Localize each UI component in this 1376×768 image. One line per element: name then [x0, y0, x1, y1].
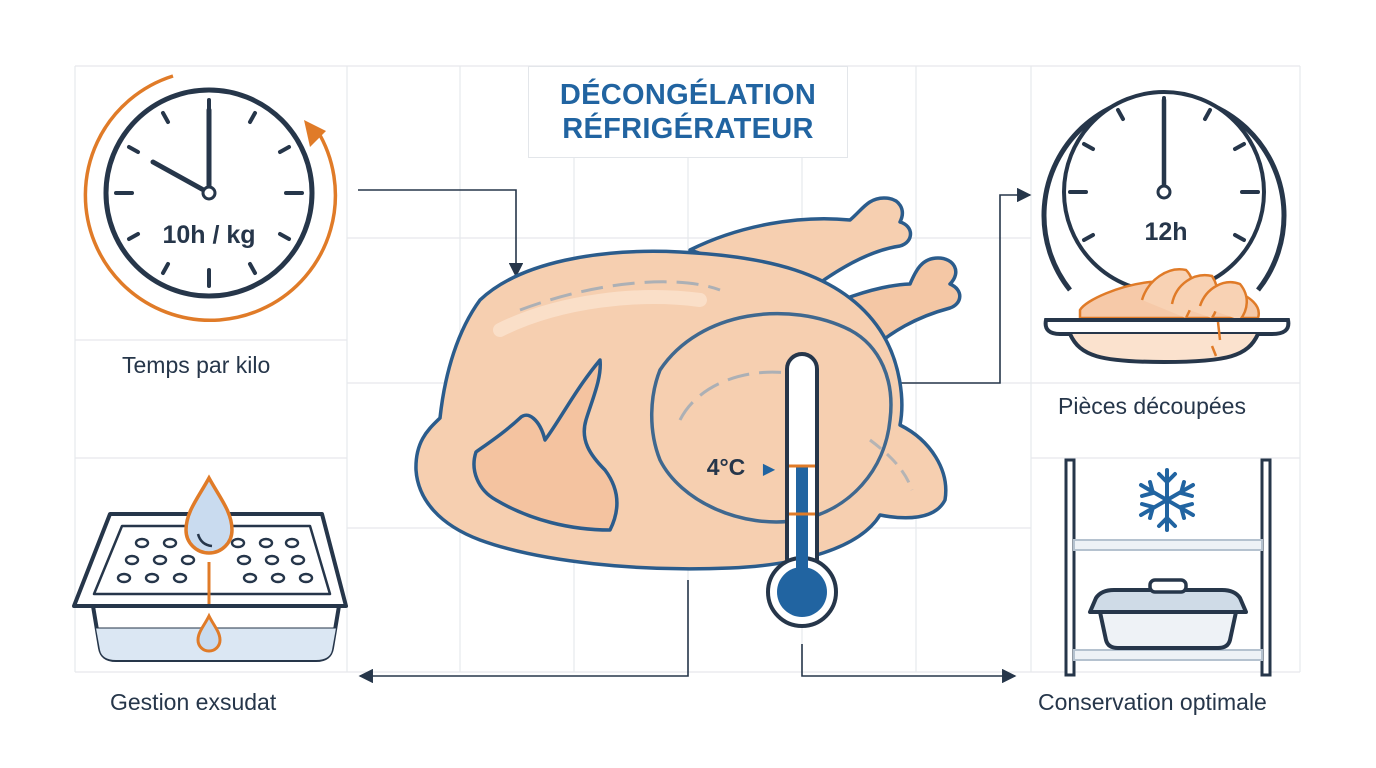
clock-12h-label: 12h [1144, 218, 1187, 246]
title-box: DÉCONGÉLATION RÉFRIGÉRATEUR [528, 66, 848, 158]
label-exudate: Gestion exsudat [110, 689, 277, 715]
label-time-per-kilo: Temps par kilo [122, 352, 271, 378]
clock-time-label: 10h / kg [162, 221, 255, 249]
poultry-icon [414, 196, 962, 571]
connector-arrows [358, 187, 1032, 684]
clock-icon-12h: 12h [1041, 90, 1291, 365]
label-storage: Conservation optimale [1038, 689, 1267, 715]
title-line-1: DÉCONGÉLATION [559, 79, 817, 111]
tray-icon [72, 474, 348, 662]
plate-icon [1043, 268, 1291, 365]
snowflake-icon [1139, 468, 1195, 532]
drop-icon [184, 474, 234, 555]
arrow-thermometer-to-storage [801, 644, 1017, 684]
thermometer-icon: 4°C ▶ [707, 352, 838, 628]
temperature-marker: ▶ [763, 461, 776, 478]
clock-icon: 10h / kg [83, 74, 338, 322]
arrow-clock-to-poultry [358, 189, 524, 278]
arrow-poultry-to-exudate [358, 580, 689, 684]
fridge-shelf-icon [1064, 458, 1272, 677]
title-line-2: RÉFRIGÉRATEUR [562, 113, 814, 145]
container-icon [1088, 578, 1248, 650]
label-cut-pieces: Pièces découpées [1058, 393, 1246, 419]
arrow-poultry-to-pieces [896, 187, 1032, 384]
temperature-label: 4°C [707, 454, 746, 480]
rotation-arrow [83, 74, 338, 322]
